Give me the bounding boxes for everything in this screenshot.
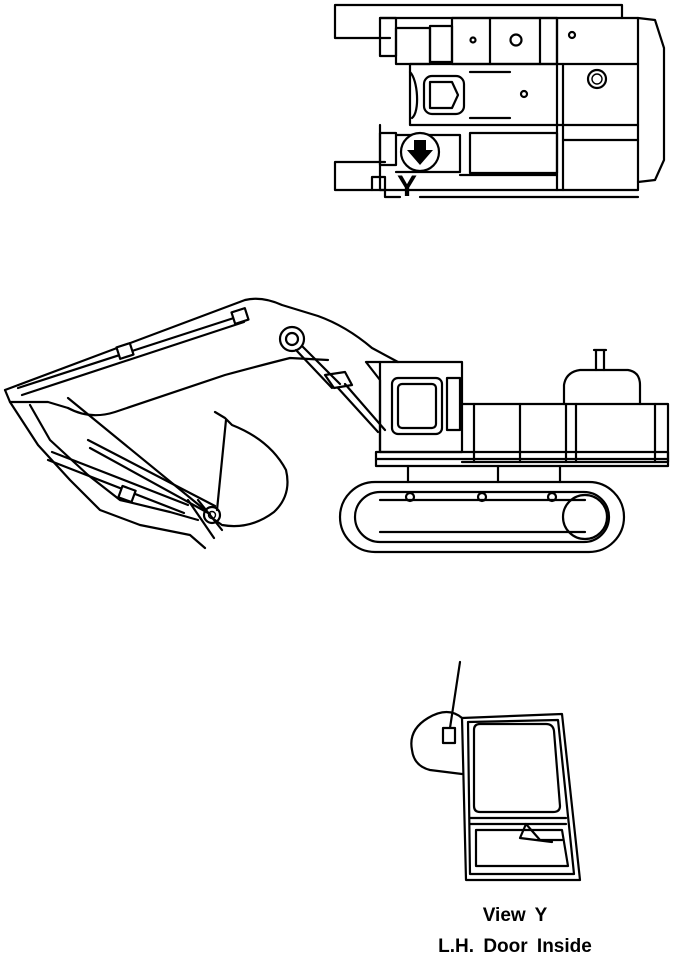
door-inside-view	[410, 660, 582, 882]
top-view-excavator	[333, 3, 666, 199]
side-view-excavator	[3, 297, 670, 554]
caption-view-y: View Y	[482, 905, 548, 926]
caption-door-inside: L.H. Door Inside	[438, 936, 592, 957]
view-y-marker: Y	[397, 170, 418, 203]
